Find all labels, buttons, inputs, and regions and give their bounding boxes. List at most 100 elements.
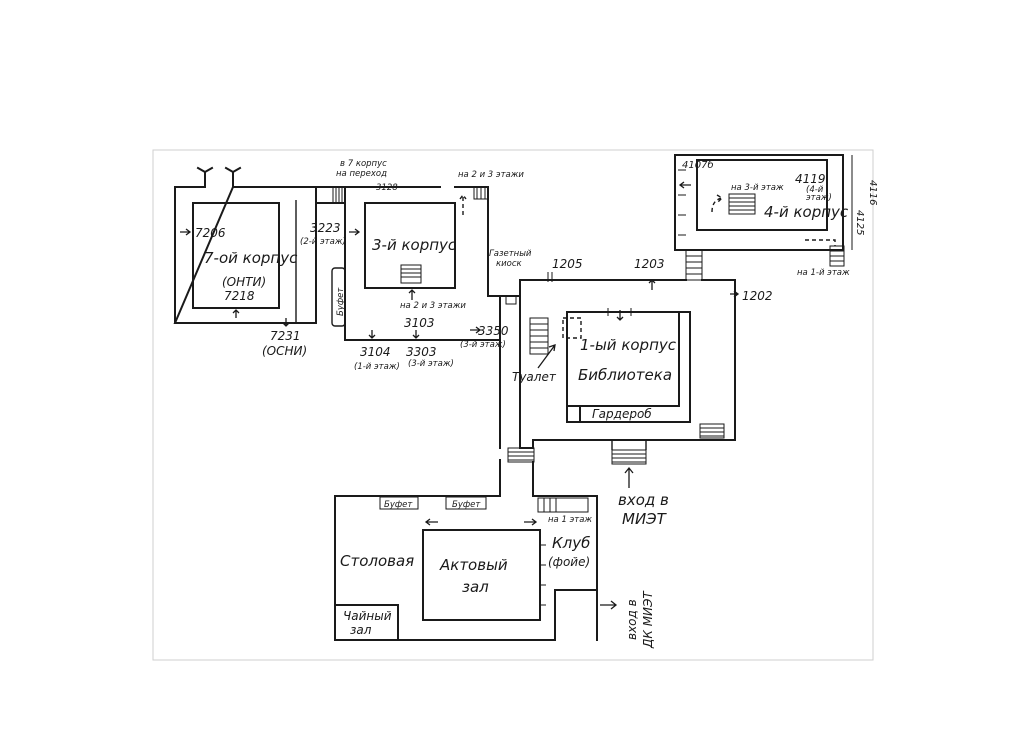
chimney-right xyxy=(224,166,242,188)
building-7: 7-ой корпус (ОНТИ) 7218 7206 7231 (ОСНИ) xyxy=(173,166,346,358)
stairs-to-4 xyxy=(685,249,703,281)
buffet-3 xyxy=(331,267,346,327)
sheet-frame xyxy=(152,149,874,661)
entrance-label-1: вход в xyxy=(618,491,669,509)
stairs-3-arrow xyxy=(459,193,467,215)
buffet-a-label: Буфет xyxy=(384,500,413,510)
building-3-inner-block xyxy=(364,202,456,289)
room-4107b: 4107б xyxy=(682,159,714,171)
stairs-4-corner-arrow xyxy=(805,239,836,246)
arrow-1202 xyxy=(730,290,740,298)
to-7-label-1: в 7 корпус xyxy=(340,159,387,169)
kiosk-label-2: киоск xyxy=(496,259,523,269)
building-7-subtitle: (ОНТИ) xyxy=(222,275,266,289)
to-7-label-2: на переход xyxy=(336,169,387,179)
club-label-2: (фойе) xyxy=(548,555,590,569)
toilet-box xyxy=(562,317,582,339)
buffet-b-box xyxy=(445,496,487,510)
building-4-inner xyxy=(696,159,828,231)
room-7231-note: (ОСНИ) xyxy=(262,344,307,358)
ticks-hall-right xyxy=(540,544,546,606)
corridor-main: Газетный киоск Туалет 1205 1203 1202 xyxy=(489,249,773,497)
buffet-a-box xyxy=(379,496,419,510)
room-3223-note: (2-й этаж) xyxy=(300,237,346,247)
tea-room-walls xyxy=(334,604,399,641)
building-1-title: 1-ый корпус xyxy=(580,336,677,354)
room-7206: 7206 xyxy=(195,226,226,240)
stairs-lower xyxy=(507,447,535,463)
arrow-building-1 xyxy=(616,310,624,321)
ticks-4-left xyxy=(678,169,686,236)
room-3350: 3350 xyxy=(478,324,509,338)
building-4: на 3-й этаж 4-й корпус 4119 (4-й этаж) 4… xyxy=(674,154,878,278)
club-floor-label: на 1 этаж xyxy=(548,515,592,525)
stairs-1-right xyxy=(699,423,725,439)
arrow-floors-mid xyxy=(408,289,416,300)
building-7-inner-block xyxy=(192,202,280,309)
canteen-label: Столовая xyxy=(340,552,414,570)
club-label-1: Клуб xyxy=(552,534,590,552)
building-3-title: 3-й корпус xyxy=(372,236,457,254)
mark-1205 xyxy=(547,272,553,282)
wardrobe-outline xyxy=(566,311,691,423)
room-4119: 4119 xyxy=(795,172,826,186)
wardrobe-label: Гардероб xyxy=(592,407,652,421)
arrow-3223 xyxy=(349,228,361,236)
dk-entrance-label-1: вход в xyxy=(625,599,639,640)
kiosk-box xyxy=(505,295,517,305)
room-3303: 3303 xyxy=(406,345,437,359)
passage-7-3 xyxy=(315,186,346,204)
room-4116: 4116 xyxy=(867,180,878,205)
building-4-title: 4-й корпус xyxy=(764,203,849,221)
building-1-block xyxy=(566,311,680,407)
building-3: Буфет 3-й корпус в 7 корпус на переход 3… xyxy=(300,159,524,372)
arrow-3104 xyxy=(368,330,376,339)
chimney-left xyxy=(196,166,214,188)
arrow-7231 xyxy=(282,318,290,327)
arrow-3303 xyxy=(412,330,420,339)
room-3223: 3223 xyxy=(310,221,341,235)
arrow-4107b xyxy=(678,181,691,189)
toilet-label: Туалет xyxy=(512,370,557,384)
arrow-toilet xyxy=(537,344,556,369)
arrow-3350 xyxy=(470,326,482,334)
hall-label-1: Актовый xyxy=(439,556,508,574)
room-3104-note: (1-й этаж) xyxy=(354,362,400,372)
stairs-4 xyxy=(728,193,756,215)
kiosk-label-1: Газетный xyxy=(489,249,532,259)
tea-room-label-2: зал xyxy=(350,623,372,637)
building-4-outer xyxy=(674,154,844,251)
room-4119-note-1: (4-й xyxy=(806,185,824,195)
room-1203: 1203 xyxy=(634,257,665,271)
building-1: 1-ый корпус Библиотека Гардероб вход в М… xyxy=(562,308,725,528)
lower-block: Буфет Буфет на 1 этаж Столовая Чайный за… xyxy=(334,447,655,649)
room-7231: 7231 xyxy=(270,329,301,343)
entrance-label-2: МИЭТ xyxy=(622,510,668,528)
building-7-outer-wall xyxy=(173,186,317,324)
floors-label-top: на 2 и 3 этажи xyxy=(458,170,524,180)
stairs-4-arrow xyxy=(711,194,724,213)
arrow-entrance xyxy=(624,466,634,488)
arrow-hall-right xyxy=(524,518,538,526)
room-7218: 7218 xyxy=(224,289,255,303)
to-3-floor-label: на 3-й этаж xyxy=(731,183,784,193)
arrow-1203 xyxy=(648,279,656,290)
room-3103: 3103 xyxy=(404,316,435,330)
arrow-hall-left xyxy=(424,518,438,526)
club-stairs xyxy=(537,497,589,513)
building-7-title: 7-ой корпус xyxy=(204,249,298,267)
room-1205: 1205 xyxy=(552,257,583,271)
building-1-subtitle: Библиотека xyxy=(578,366,672,384)
building-3-outer-wall xyxy=(344,186,501,341)
stairs-entrance xyxy=(611,449,647,465)
hall-block xyxy=(422,529,541,621)
arrow-dk xyxy=(600,600,618,610)
stairs-3 xyxy=(400,264,422,284)
arrow-7206 xyxy=(180,228,192,236)
buffet-b-label: Буфет xyxy=(452,500,481,510)
buffet-3-label: Буфет xyxy=(336,287,346,316)
door-building-1 xyxy=(607,308,632,316)
room-3128: 3128 xyxy=(376,183,398,193)
to-1-floor-label: на 1-й этаж xyxy=(797,268,850,278)
